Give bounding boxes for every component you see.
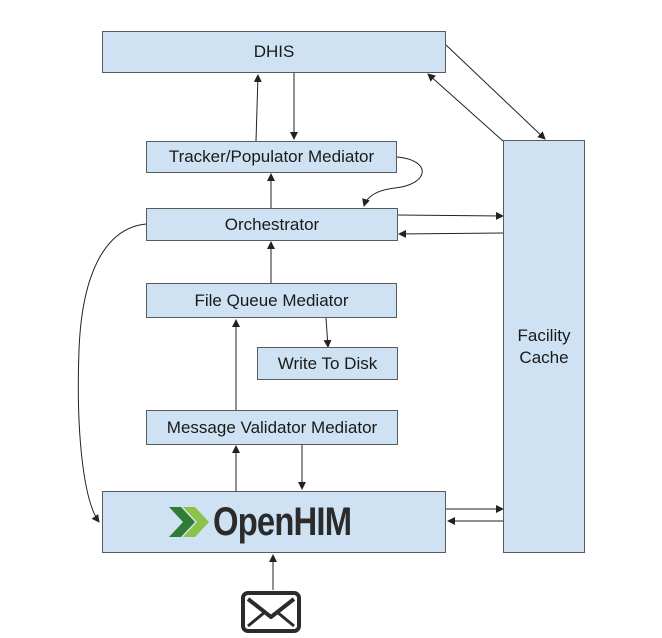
- arrow-facility-cache-to-orchestrator: [398, 229, 504, 238]
- node-dhis: DHIS: [102, 31, 446, 73]
- node-facility-cache-label: Facility Cache: [517, 325, 571, 367]
- node-openhim: OpenHIM: [102, 491, 446, 553]
- envelope-icon: [241, 591, 301, 633]
- node-facility-cache: Facility Cache: [503, 140, 585, 553]
- node-tracker-label: Tracker/Populator Mediator: [168, 147, 375, 166]
- openhim-chevrons-icon: [168, 507, 209, 537]
- openhim-logo: OpenHIM: [167, 500, 382, 544]
- node-validator-label: Message Validator Mediator: [166, 417, 378, 437]
- openhim-logo-text: OpenHIM: [212, 500, 352, 544]
- node-dhis-label: DHIS: [253, 42, 295, 61]
- arrow-tracker-to-orchestrator-curve: [362, 156, 423, 207]
- arrow-facility-cache-to-dhis: [427, 73, 504, 142]
- arrow-orchestrator-to-facility-cache: [397, 211, 504, 220]
- node-message-validator-mediator: Message Validator Mediator: [146, 410, 398, 445]
- arrow-tracker-to-dhis: [253, 74, 262, 142]
- node-file-queue-label: File Queue Mediator: [194, 290, 349, 310]
- node-tracker-populator-mediator: Tracker/Populator Mediator: [146, 141, 397, 173]
- node-orchestrator: Orchestrator: [146, 208, 398, 241]
- arrow-dhis-to-facility-cache: [445, 44, 546, 140]
- node-write-to-disk: Write To Disk: [257, 347, 398, 380]
- arrow-file-queue-to-write-disk: [323, 317, 332, 348]
- arrow-orchestrator-to-openhim-curve: [77, 223, 147, 523]
- node-file-queue-mediator: File Queue Mediator: [146, 283, 397, 318]
- node-write-disk-label: Write To Disk: [277, 353, 378, 373]
- node-orchestrator-label: Orchestrator: [224, 214, 320, 234]
